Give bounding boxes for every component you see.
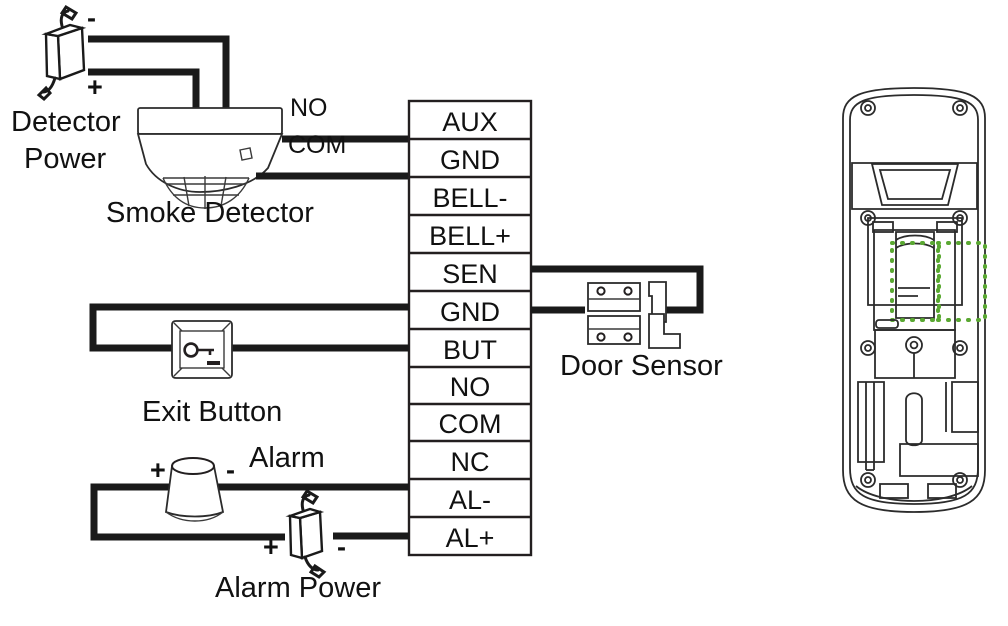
wire-door-sensor-sen bbox=[531, 265, 704, 314]
wire-detector-power-plus bbox=[88, 68, 200, 108]
door-sensor bbox=[587, 281, 681, 349]
door-sensor-label: Door Sensor bbox=[560, 350, 723, 382]
smoke-detector bbox=[136, 107, 284, 209]
terminal-label-sen: SEN bbox=[442, 259, 498, 289]
alarm-minus-label: - bbox=[226, 455, 235, 485]
terminal-label-aux: AUX bbox=[442, 107, 498, 137]
wire-alarm-positive bbox=[90, 483, 409, 541]
detector-power-label-line1: Detector bbox=[11, 106, 121, 138]
detector-power-plus-label: + bbox=[87, 72, 103, 102]
detector-power-label-line2: Power bbox=[24, 143, 107, 175]
alarm-power-plus-label: + bbox=[263, 532, 279, 562]
terminal-block: AUX GND BELL- BELL+ SEN GND BUT NO COM N… bbox=[407, 99, 533, 557]
terminal-label-but: BUT bbox=[443, 335, 497, 365]
wire-label-com: COM bbox=[288, 131, 346, 159]
terminal-label-gnd-2: GND bbox=[440, 297, 500, 327]
terminal-label-bell-minus: BELL- bbox=[432, 183, 507, 213]
terminal-label-nc: NC bbox=[451, 447, 490, 477]
alarm-power-minus-label: - bbox=[337, 532, 346, 562]
terminal-label-bell-plus: BELL+ bbox=[429, 221, 511, 251]
terminal-label-gnd-1: GND bbox=[440, 145, 500, 175]
device-rear-view bbox=[842, 87, 987, 513]
alarm-plus-label: + bbox=[150, 455, 166, 485]
terminal-label-no: NO bbox=[450, 372, 491, 402]
terminal-label-com: COM bbox=[439, 409, 502, 439]
smoke-detector-label: Smoke Detector bbox=[106, 197, 314, 229]
wire-label-no: NO bbox=[290, 94, 328, 122]
terminal-label-al-minus: AL- bbox=[449, 485, 491, 515]
wire-detector-power-minus bbox=[88, 35, 230, 108]
wire-exit-button-gnd bbox=[89, 303, 409, 352]
exit-button bbox=[171, 320, 233, 379]
exit-button-label: Exit Button bbox=[142, 396, 282, 428]
alarm-siren bbox=[165, 457, 225, 522]
detector-power-adapter bbox=[36, 4, 87, 102]
detector-power-minus-label: - bbox=[87, 3, 96, 33]
alarm-power-label: Alarm Power bbox=[215, 572, 381, 604]
terminal-label-al-plus: AL+ bbox=[446, 523, 495, 553]
alarm-power-adapter bbox=[285, 488, 327, 579]
alarm-label: Alarm bbox=[249, 442, 325, 474]
